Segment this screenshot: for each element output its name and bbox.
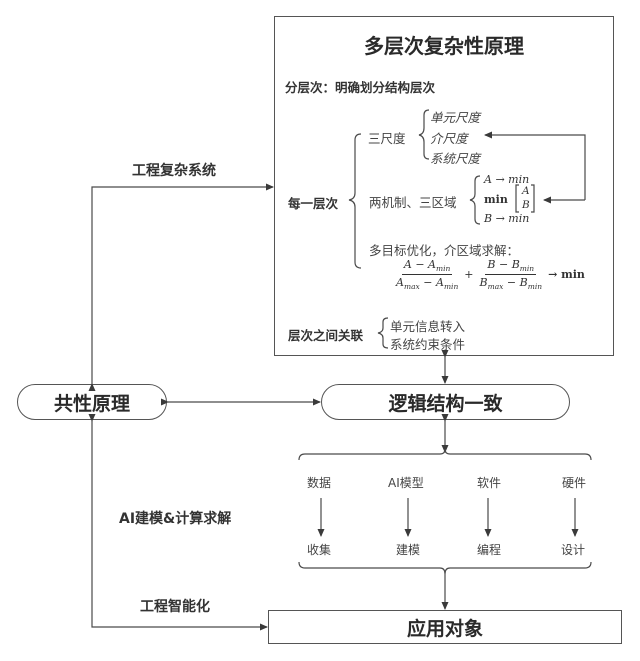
- inter-layer-brace: [377, 317, 389, 349]
- matrix-left-bracket: [515, 184, 519, 213]
- fraction-a: A − Amin Amax − Amin: [396, 258, 459, 292]
- plus-sign: +: [464, 268, 474, 282]
- mechanism-b-min: B → min: [484, 212, 530, 225]
- pipeline-from-data: 数据: [307, 476, 332, 490]
- scale-item-system: 系统尺度: [430, 151, 481, 166]
- pipeline-top-brace: [298, 448, 592, 461]
- formula-result: → min: [548, 268, 585, 282]
- mechanism-min-matrix: min: [484, 193, 508, 206]
- edge-common-to-main-box: [88, 183, 274, 391]
- edge-common-application: [88, 414, 268, 631]
- optimization-formula: A − Amin Amax − Amin + B − Bmin Bmax − B…: [394, 258, 585, 291]
- mechanism-a-min: A → min: [484, 173, 530, 186]
- each-layer-brace: [348, 133, 362, 269]
- feedback-loop-meso: [484, 131, 586, 200]
- pipeline-from-software: 软件: [477, 476, 502, 490]
- each-layer-label: 每一层次: [288, 196, 339, 211]
- mechanisms-brace: [469, 175, 481, 225]
- pipeline-to-program: 编程: [477, 543, 502, 557]
- pipeline-to-design: 设计: [561, 543, 586, 557]
- matrix-bottom: B: [522, 199, 530, 211]
- engineering-complex-system-label: 工程复杂系统: [132, 163, 216, 179]
- fraction-b: B − Bmin Bmax − Bmin: [479, 258, 543, 292]
- pipeline-from-hardware: 硬件: [562, 476, 587, 490]
- inter-layer-item-unit-info: 单元信息转入: [390, 319, 466, 334]
- multi-level-complexity-box: [274, 16, 614, 356]
- two-mechanisms-label: 两机制、三区域: [369, 195, 457, 210]
- scale-item-meso: 介尺度: [430, 131, 468, 146]
- three-scales-label: 三尺度: [368, 131, 406, 146]
- inter-layer-item-constraint: 系统约束条件: [390, 337, 466, 352]
- pipeline-from-ai-model: AI模型: [388, 476, 424, 490]
- three-scales-brace: [418, 109, 430, 160]
- principle-title: 多层次复杂性原理: [364, 34, 524, 58]
- layering-text: 分层次：明确划分结构层次: [285, 80, 436, 95]
- matrix-top: A: [522, 185, 530, 197]
- pipeline-to-collect: 收集: [307, 543, 332, 557]
- matrix-right-bracket: [531, 184, 535, 213]
- pipeline-to-model: 建模: [396, 543, 421, 557]
- multi-objective-label: 多目标优化，介区域求解：: [369, 243, 520, 258]
- scale-item-unit: 单元尺度: [430, 110, 481, 125]
- application-object-node: 应用对象: [268, 610, 622, 644]
- inter-layer-label: 层次之间关联: [288, 328, 364, 343]
- pipeline-bottom-brace: [298, 561, 592, 575]
